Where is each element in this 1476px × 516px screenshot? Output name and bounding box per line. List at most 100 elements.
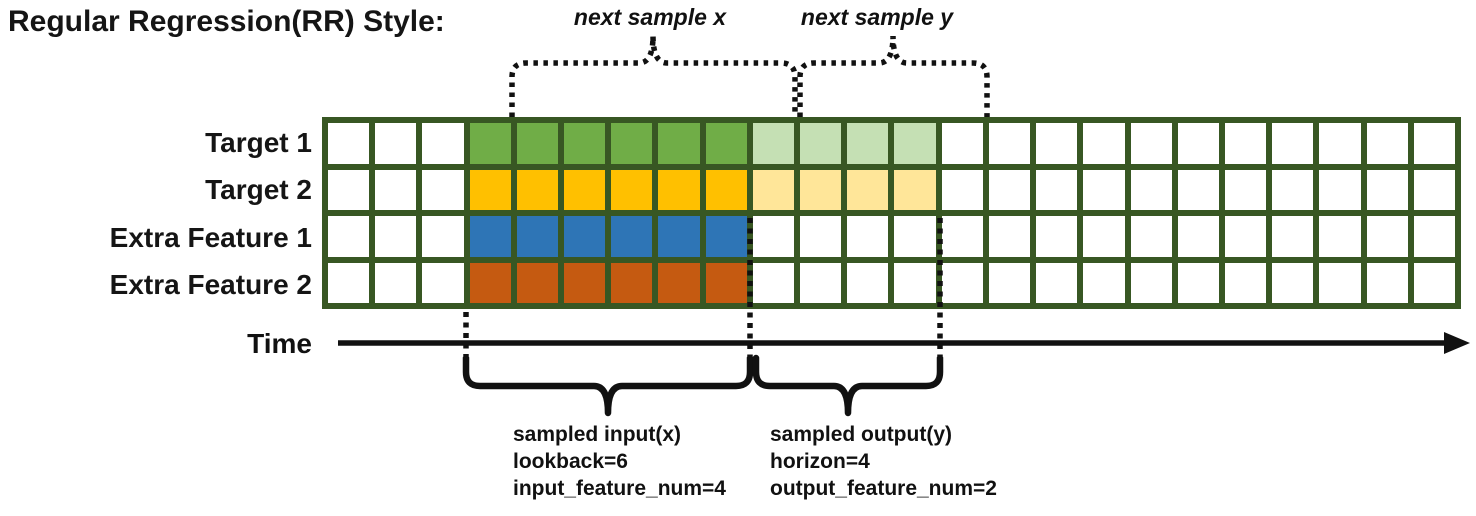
horizon-value: horizon=4 bbox=[770, 450, 870, 473]
grid-cell bbox=[564, 216, 606, 257]
grid-cell bbox=[1036, 262, 1078, 303]
grid-cell bbox=[847, 123, 889, 164]
grid-cell bbox=[1366, 262, 1408, 303]
grid-cell bbox=[516, 262, 559, 303]
grid-cell bbox=[847, 216, 889, 257]
grid-cell bbox=[1224, 262, 1267, 303]
grid-cell bbox=[1224, 216, 1267, 257]
grid-cell bbox=[564, 169, 606, 210]
grid-cell bbox=[1272, 169, 1314, 210]
grid-cell bbox=[1083, 262, 1125, 303]
grid-cell bbox=[988, 262, 1031, 303]
diagram-title: Regular Regression(RR) Style: bbox=[8, 5, 445, 38]
grid-cell bbox=[564, 262, 606, 303]
sampled-input-brace bbox=[462, 354, 754, 417]
grid-cell bbox=[422, 262, 464, 303]
grid-cell bbox=[705, 123, 747, 164]
grid-cell bbox=[752, 262, 795, 303]
grid-cell bbox=[705, 216, 747, 257]
grid-cell bbox=[1413, 169, 1455, 210]
grid-cell bbox=[658, 123, 700, 164]
grid-cell bbox=[1272, 216, 1314, 257]
grid-cell bbox=[941, 216, 983, 257]
grid-cell bbox=[1083, 216, 1125, 257]
grid-cell bbox=[1130, 262, 1172, 303]
grid-cell bbox=[847, 262, 889, 303]
next-sample-y-brace bbox=[797, 35, 990, 117]
grid-cell bbox=[328, 216, 370, 257]
grid-cell bbox=[752, 123, 795, 164]
sampled-input-title: sampled input(x) bbox=[513, 423, 682, 446]
grid-cell bbox=[800, 216, 842, 257]
grid-cell bbox=[1366, 123, 1408, 164]
grid-cell bbox=[1083, 123, 1125, 164]
input-feature-num-value: input_feature_num=4 bbox=[513, 477, 726, 500]
grid-cell bbox=[516, 169, 559, 210]
grid-cell bbox=[469, 123, 511, 164]
row-label-extra-feature-2: Extra Feature 2 bbox=[109, 269, 312, 300]
grid-cell bbox=[1177, 123, 1219, 164]
grid-cell bbox=[1083, 169, 1125, 210]
grid-cell bbox=[375, 169, 417, 210]
grid-cell bbox=[1319, 262, 1361, 303]
grid-cell bbox=[611, 169, 653, 210]
grid-cell bbox=[800, 169, 842, 210]
grid-cell bbox=[658, 216, 700, 257]
grid-cell bbox=[847, 169, 889, 210]
grid-cell bbox=[1224, 123, 1267, 164]
grid-cell bbox=[611, 216, 653, 257]
next-sample-y-label: next sample y bbox=[800, 4, 954, 30]
sampled-output-summary: sampled output(y) horizon=4 output_featu… bbox=[770, 421, 997, 502]
grid-cell bbox=[422, 216, 464, 257]
grid-cell bbox=[1130, 123, 1172, 164]
grid-cell bbox=[1366, 216, 1408, 257]
grid-cell bbox=[611, 123, 653, 164]
grid-cell bbox=[1413, 123, 1455, 164]
lookback-value: lookback=6 bbox=[513, 450, 628, 473]
grid-cell bbox=[752, 169, 795, 210]
grid-cell bbox=[1366, 169, 1408, 210]
grid-cell bbox=[564, 123, 606, 164]
grid-cell bbox=[1036, 216, 1078, 257]
grid-cell bbox=[516, 216, 559, 257]
grid-cell bbox=[422, 123, 464, 164]
next-sample-x-brace bbox=[509, 35, 798, 117]
grid-cell bbox=[941, 262, 983, 303]
time-arrowhead bbox=[1444, 332, 1470, 354]
grid-cell bbox=[705, 169, 747, 210]
grid-cell bbox=[1272, 123, 1314, 164]
grid-cell bbox=[658, 262, 700, 303]
grid-cell bbox=[800, 123, 842, 164]
time-arrow bbox=[338, 332, 1470, 354]
grid-cell bbox=[1177, 169, 1219, 210]
grid-cell bbox=[1130, 169, 1172, 210]
grid-cell bbox=[469, 216, 511, 257]
grid-cell bbox=[469, 169, 511, 210]
grid-cell bbox=[894, 169, 936, 210]
row-label-target-2: Target 2 bbox=[205, 174, 312, 205]
grid-cell bbox=[988, 123, 1031, 164]
grid-cell bbox=[1319, 169, 1361, 210]
grid-cell bbox=[894, 262, 936, 303]
grid-cell bbox=[328, 169, 370, 210]
grid-cell bbox=[422, 169, 464, 210]
grid-cell bbox=[469, 262, 511, 303]
grid-cell bbox=[328, 123, 370, 164]
grid-cell bbox=[1272, 262, 1314, 303]
grid-cell bbox=[1319, 123, 1361, 164]
grid-cell bbox=[988, 169, 1031, 210]
grid-cell bbox=[752, 216, 795, 257]
row-label-target-1: Target 1 bbox=[205, 127, 312, 158]
grid-cell bbox=[375, 262, 417, 303]
grid-cell bbox=[800, 262, 842, 303]
grid-cell bbox=[328, 262, 370, 303]
grid-cell bbox=[941, 123, 983, 164]
grid-cell bbox=[1036, 123, 1078, 164]
grid-cell bbox=[988, 216, 1031, 257]
grid-cell bbox=[516, 123, 559, 164]
grid-cell bbox=[1177, 262, 1219, 303]
sampled-output-brace bbox=[752, 354, 944, 417]
time-axis-label: Time bbox=[247, 328, 312, 359]
grid-cell bbox=[375, 123, 417, 164]
